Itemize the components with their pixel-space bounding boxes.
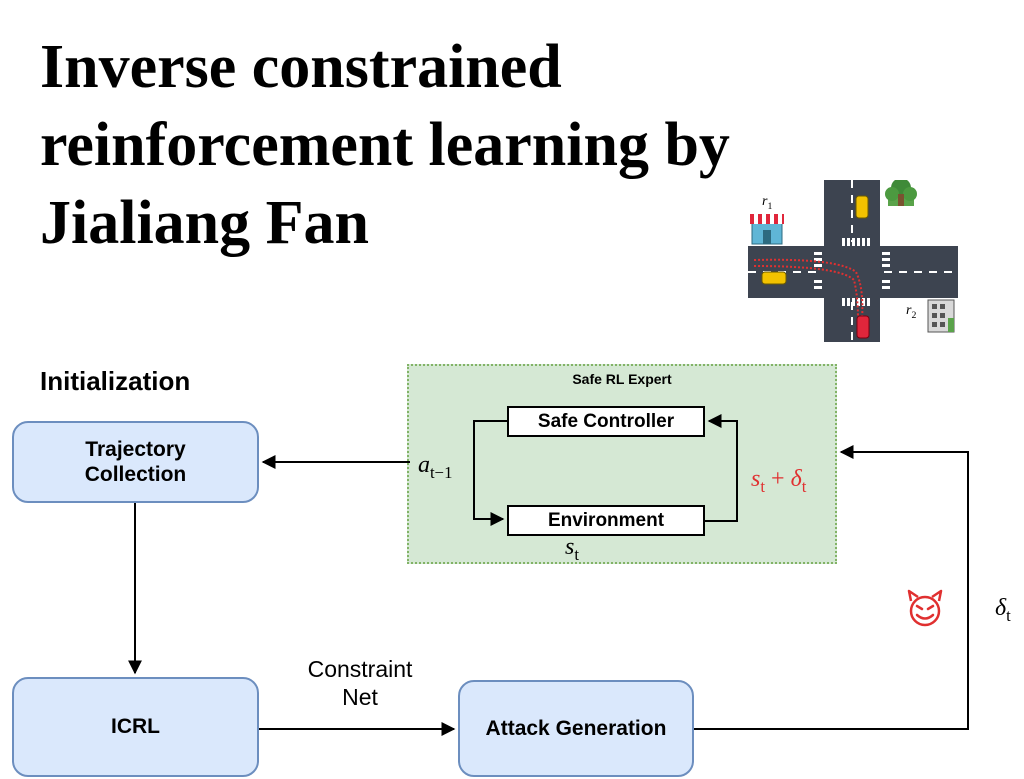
title-line-1: Inverse constrained: [40, 33, 562, 101]
initialization-label: Initialization: [40, 366, 191, 396]
attack-generation-node: Attack Generation: [458, 680, 694, 777]
intersection-label-r1: r1: [762, 194, 773, 212]
edge-attack-to-expert: [694, 445, 969, 730]
action-label: at−1: [418, 452, 453, 482]
safe-controller-box: Safe Controller: [507, 406, 705, 437]
title-line-2: reinforcement learning by: [40, 111, 730, 179]
constraint-net-label-line1: Constraint: [307, 656, 413, 682]
perturbation-label: δt: [995, 595, 1011, 625]
state-label: st: [565, 534, 580, 564]
intersection-label-r2: r2: [906, 303, 917, 321]
title-line-3: Jialiang Fan: [40, 189, 370, 257]
devil-face-icon: [907, 589, 943, 627]
edge-environment-to-controller: [705, 414, 738, 522]
safe-rl-expert-label: Safe RL Expert: [572, 371, 672, 387]
edge-controller-to-environment: [473, 420, 507, 526]
trajectory-collection-node: Trajectory Collection: [12, 421, 259, 503]
perturbed-state-label: st + δt: [751, 466, 807, 496]
constraint-net-label-line2: Net: [342, 684, 378, 710]
icrl-node: ICRL: [12, 677, 259, 777]
intersection-illustration: [748, 180, 958, 342]
environment-box: Environment: [507, 505, 705, 536]
